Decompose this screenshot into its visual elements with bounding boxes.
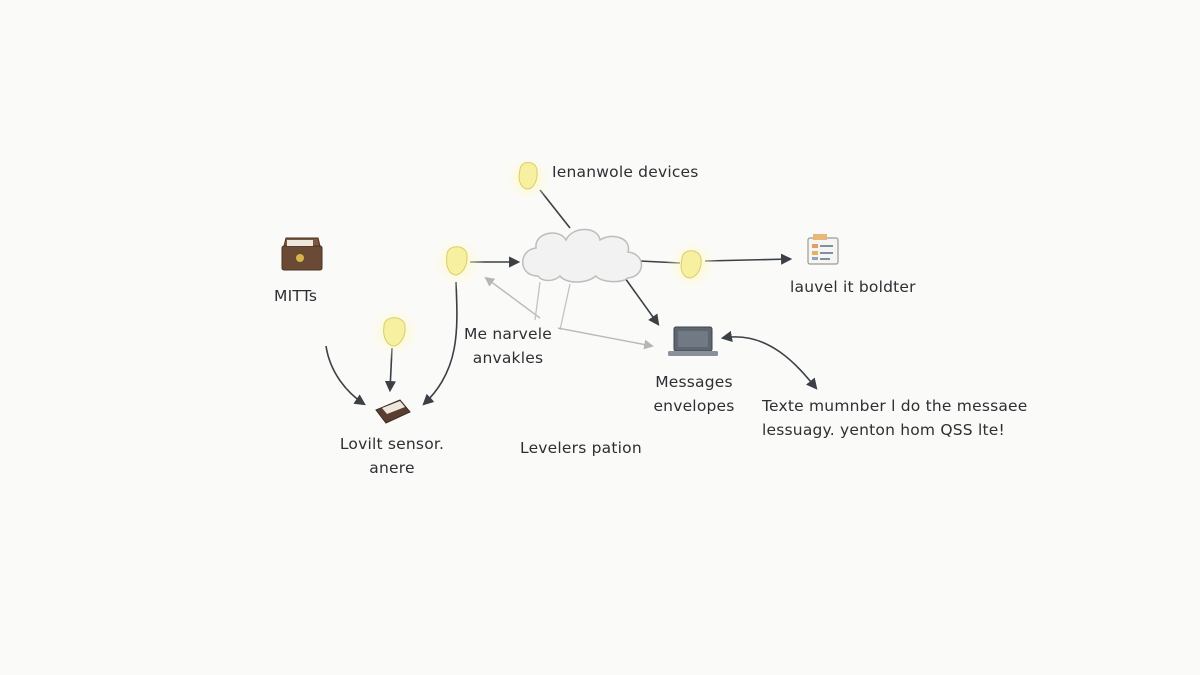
document-icon (807, 234, 839, 265)
treasure-chest-icon (281, 237, 323, 271)
faint-line-cloud-down (534, 281, 541, 321)
arrow-mitts-to-sensor (325, 345, 366, 406)
label-mitts: MITTs (274, 287, 318, 305)
arrow-bulb-to-sensor-curved (422, 281, 458, 406)
sensor-box-icon (375, 399, 411, 424)
label-me-narvele: Me narvele (463, 325, 553, 343)
label-texte-group: Texte mumnber l do the messaee lessuagy.… (762, 394, 1028, 442)
arrow-cloud-to-laptop (624, 277, 660, 326)
label-messages: Messages (655, 373, 733, 391)
label-texte-line1: Texte mumnber l do the messaee (762, 397, 1028, 415)
faint-arrow-to-laptop (557, 327, 654, 350)
label-envelopes: envelopes (653, 397, 735, 416)
label-anvakles: anvakles (472, 349, 544, 368)
lightbulb-icon-top (502, 152, 554, 204)
label-texte-line2: lessuagy. yenton hom QSS lte! (762, 421, 1005, 440)
arrow-laptop-to-texte (720, 330, 818, 390)
faint-arrow-to-bulb (484, 276, 541, 319)
lightbulb-icon-right (664, 237, 720, 293)
label-sensor-group: Lovilt sensor. anere (336, 432, 448, 480)
label-lovilt-sensor: Lovilt sensor. (339, 435, 445, 453)
label-levelers-pation: Levelers pation (520, 439, 642, 457)
label-devices: Ienanwole devices (552, 163, 699, 181)
cloud-icon (522, 228, 643, 283)
laptop-icon (668, 326, 718, 356)
label-me-narvele-group: Me narvele anvakles (458, 322, 558, 370)
label-messages-group: Messages envelopes (640, 370, 748, 418)
faint-line-cloud-down-2 (559, 283, 571, 331)
lightbulb-icon-left (429, 234, 485, 290)
label-level-bolder: lauvel it boldter (790, 278, 916, 296)
lightbulb-icon-low (367, 304, 423, 360)
label-anere: anere (369, 459, 415, 478)
